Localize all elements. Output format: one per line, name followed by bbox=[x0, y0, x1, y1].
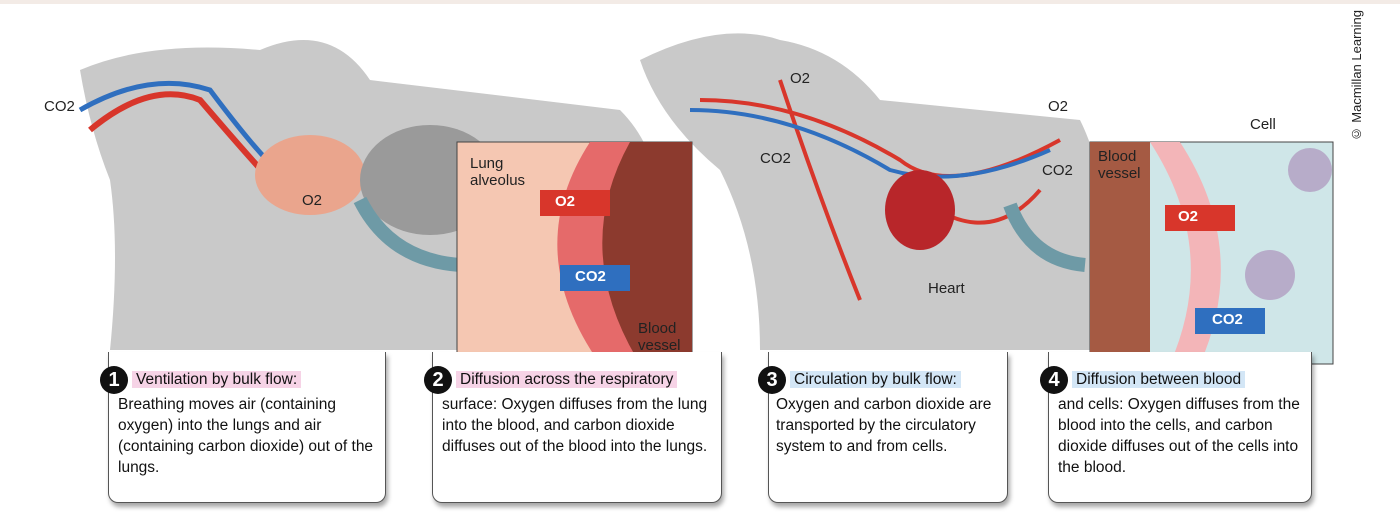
co2-label: CO2 bbox=[44, 98, 75, 115]
step-text: surface: Oxygen diffuses from the lung i… bbox=[442, 396, 708, 455]
dog-silhouette-right bbox=[640, 33, 1107, 350]
blood-vessel-label: Blood vessel bbox=[638, 320, 681, 354]
step-title: Diffusion across the respiratory bbox=[456, 371, 678, 389]
step-title: Ventilation by bulk flow: bbox=[132, 371, 302, 389]
o2-inset-label: O2 bbox=[555, 193, 576, 210]
step-number: 3 bbox=[758, 366, 786, 394]
o2-arrow-1 bbox=[540, 190, 610, 216]
co2-inset-label: CO2 bbox=[1212, 311, 1243, 328]
step-text: and cells: Oxygen diffuses from the bloo… bbox=[1058, 396, 1300, 476]
slide-top-border bbox=[0, 0, 1400, 4]
step-title: Diffusion between blood bbox=[1072, 371, 1246, 389]
o2-label: O2 bbox=[790, 70, 811, 87]
co2-arrow-1 bbox=[560, 265, 630, 291]
inset-arrow-2 bbox=[1003, 202, 1086, 272]
step-number: 1 bbox=[100, 366, 128, 394]
co2-inset-label: CO2 bbox=[575, 268, 606, 285]
cell-label: Cell bbox=[1250, 116, 1276, 133]
lungs bbox=[255, 135, 365, 215]
lung-alveolus-label: Lung alveolus bbox=[470, 155, 526, 189]
o2-label: O2 bbox=[302, 192, 323, 209]
inset-arrow-1 bbox=[353, 196, 461, 272]
step-title: Circulation by bulk flow: bbox=[790, 371, 961, 389]
co2-label: CO2 bbox=[760, 150, 791, 167]
step-text: Breathing moves air (containing oxygen) … bbox=[118, 396, 374, 476]
step-number: 4 bbox=[1040, 366, 1068, 394]
step-text: Oxygen and carbon dioxide are transporte… bbox=[776, 396, 992, 455]
o2-arrow-2 bbox=[1165, 205, 1235, 231]
blood-vessel-label: Blood vessel bbox=[1098, 148, 1141, 182]
o2-label: O2 bbox=[1048, 98, 1069, 115]
step-number: 2 bbox=[424, 366, 452, 394]
heart bbox=[885, 170, 955, 250]
co2-arrow-2 bbox=[1195, 308, 1265, 334]
co2-label: CO2 bbox=[1042, 162, 1073, 179]
copyright: © Macmillan Learning bbox=[1349, 10, 1364, 142]
o2-inset-label: O2 bbox=[1178, 208, 1199, 225]
heart-label: Heart bbox=[928, 280, 965, 297]
